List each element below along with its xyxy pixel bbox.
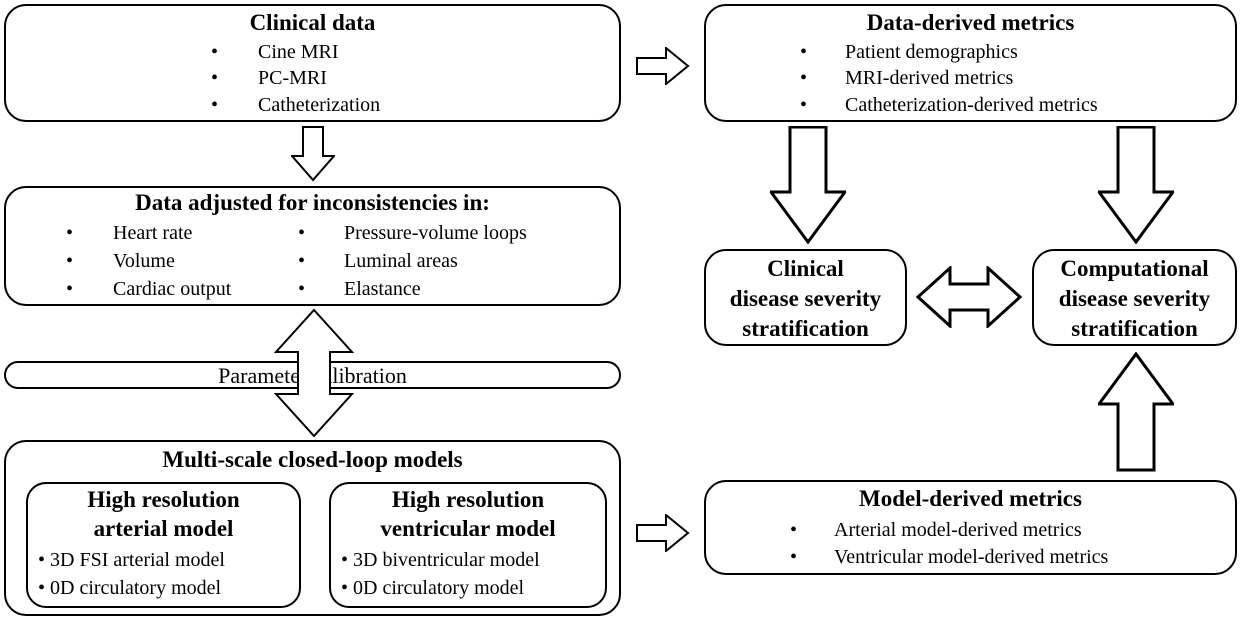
arterial-item-3d-fsi-text: 3D FSI arterial model (50, 549, 225, 571)
bullet: • (66, 222, 74, 244)
clinical-stratification-box: Clinical disease severity stratification (704, 249, 907, 346)
bullet: • (298, 278, 306, 300)
clinical-stratification-line3: stratification (742, 316, 869, 341)
ventricular-model-box: High resolution ventricular model • 3D b… (329, 482, 607, 608)
adjusted-item-elastance: Elastance (344, 278, 421, 300)
arrow-right-icon (636, 47, 690, 85)
clinical-data-box: Clinical data • Cine MRI • PC-MRI • Cath… (4, 4, 621, 122)
bullet: • (800, 67, 808, 89)
bullet: • (298, 222, 306, 244)
clinical-data-title: Clinical data (249, 10, 376, 35)
ventricular-model-title-line1: High resolution (391, 487, 545, 512)
multi-scale-models-title: Multi-scale closed-loop models (162, 447, 463, 472)
arrow-right-icon (636, 514, 690, 552)
arterial-item-0d-text: 0D circulatory model (50, 577, 222, 599)
bullet: • (211, 94, 219, 116)
model-derived-item-arterial: Arterial model-derived metrics (834, 519, 1082, 541)
multi-scale-models-box: Multi-scale closed-loop models High reso… (4, 440, 621, 616)
adjusted-item-luminal-areas: Luminal areas (344, 250, 458, 272)
model-derived-metrics-title: Model-derived metrics (859, 486, 1082, 511)
bullet: • (800, 41, 808, 63)
adjusted-item-volume: Volume (113, 250, 175, 272)
computational-stratification-line1: Computational (1060, 256, 1209, 281)
clinical-item-pc-mri: PC-MRI (258, 67, 327, 89)
computational-stratification-line3: stratification (1071, 316, 1198, 341)
arterial-model-title-line1: High resolution (87, 487, 240, 512)
ventricular-item-3d-biventricular: • 3D biventricular model (341, 549, 540, 571)
data-derived-item-demographics: Patient demographics (845, 41, 1018, 63)
model-derived-item-ventricular: Ventricular model-derived metrics (834, 546, 1109, 568)
adjusted-item-cardiac-output: Cardiac output (113, 278, 232, 300)
clinical-item-catheterization: Catheterization (258, 94, 381, 116)
bullet: • (790, 519, 798, 541)
adjusted-item-pv-loops: Pressure-volume loops (344, 222, 527, 244)
thick-arrow-up-icon (1098, 352, 1174, 472)
bullet: • (211, 41, 219, 63)
arterial-item-3d-fsi: • 3D FSI arterial model (38, 549, 225, 571)
clinical-stratification-line2: disease severity (729, 286, 882, 311)
arrow-down-icon (291, 126, 335, 182)
ventricular-item-0d: • 0D circulatory model (341, 577, 525, 599)
bullet: • (66, 278, 74, 300)
bullet: • (66, 250, 74, 272)
ventricular-model-title-line2: ventricular model (380, 516, 556, 541)
thick-arrow-down-icon (1098, 126, 1174, 244)
data-adjusted-box: Data adjusted for inconsistencies in: • … (4, 186, 621, 306)
ventricular-item-0d-text: 0D circulatory model (353, 577, 525, 599)
data-derived-item-catheterization: Catheterization-derived metrics (845, 94, 1098, 116)
clinical-item-cine-mri: Cine MRI (258, 41, 339, 63)
arterial-model-box: High resolution arterial model • 3D FSI … (26, 482, 301, 608)
computational-stratification-box: Computational disease severity stratific… (1032, 249, 1237, 346)
data-adjusted-title: Data adjusted for inconsistencies in: (135, 190, 490, 215)
bullet: • (298, 250, 306, 272)
adjusted-item-heart-rate: Heart rate (113, 222, 193, 244)
computational-stratification-line2: disease severity (1058, 286, 1211, 311)
bullet: • (211, 67, 219, 89)
data-derived-item-mri: MRI-derived metrics (845, 67, 1014, 89)
clinical-stratification-line1: Clinical (767, 256, 844, 281)
arterial-item-0d: • 0D circulatory model (38, 577, 222, 599)
data-derived-metrics-title: Data-derived metrics (866, 10, 1075, 35)
data-derived-metrics-box: Data-derived metrics • Patient demograph… (704, 4, 1237, 122)
model-derived-metrics-box: Model-derived metrics • Arterial model-d… (704, 480, 1237, 575)
double-arrow-horizontal-icon (916, 266, 1022, 328)
thick-arrow-down-icon (770, 126, 846, 244)
bullet: • (800, 94, 808, 116)
double-arrow-vertical-icon (274, 308, 354, 438)
ventricular-item-3d-biventricular-text: 3D biventricular model (353, 549, 540, 571)
arterial-model-title-line2: arterial model (93, 516, 234, 541)
bullet: • (790, 546, 798, 568)
